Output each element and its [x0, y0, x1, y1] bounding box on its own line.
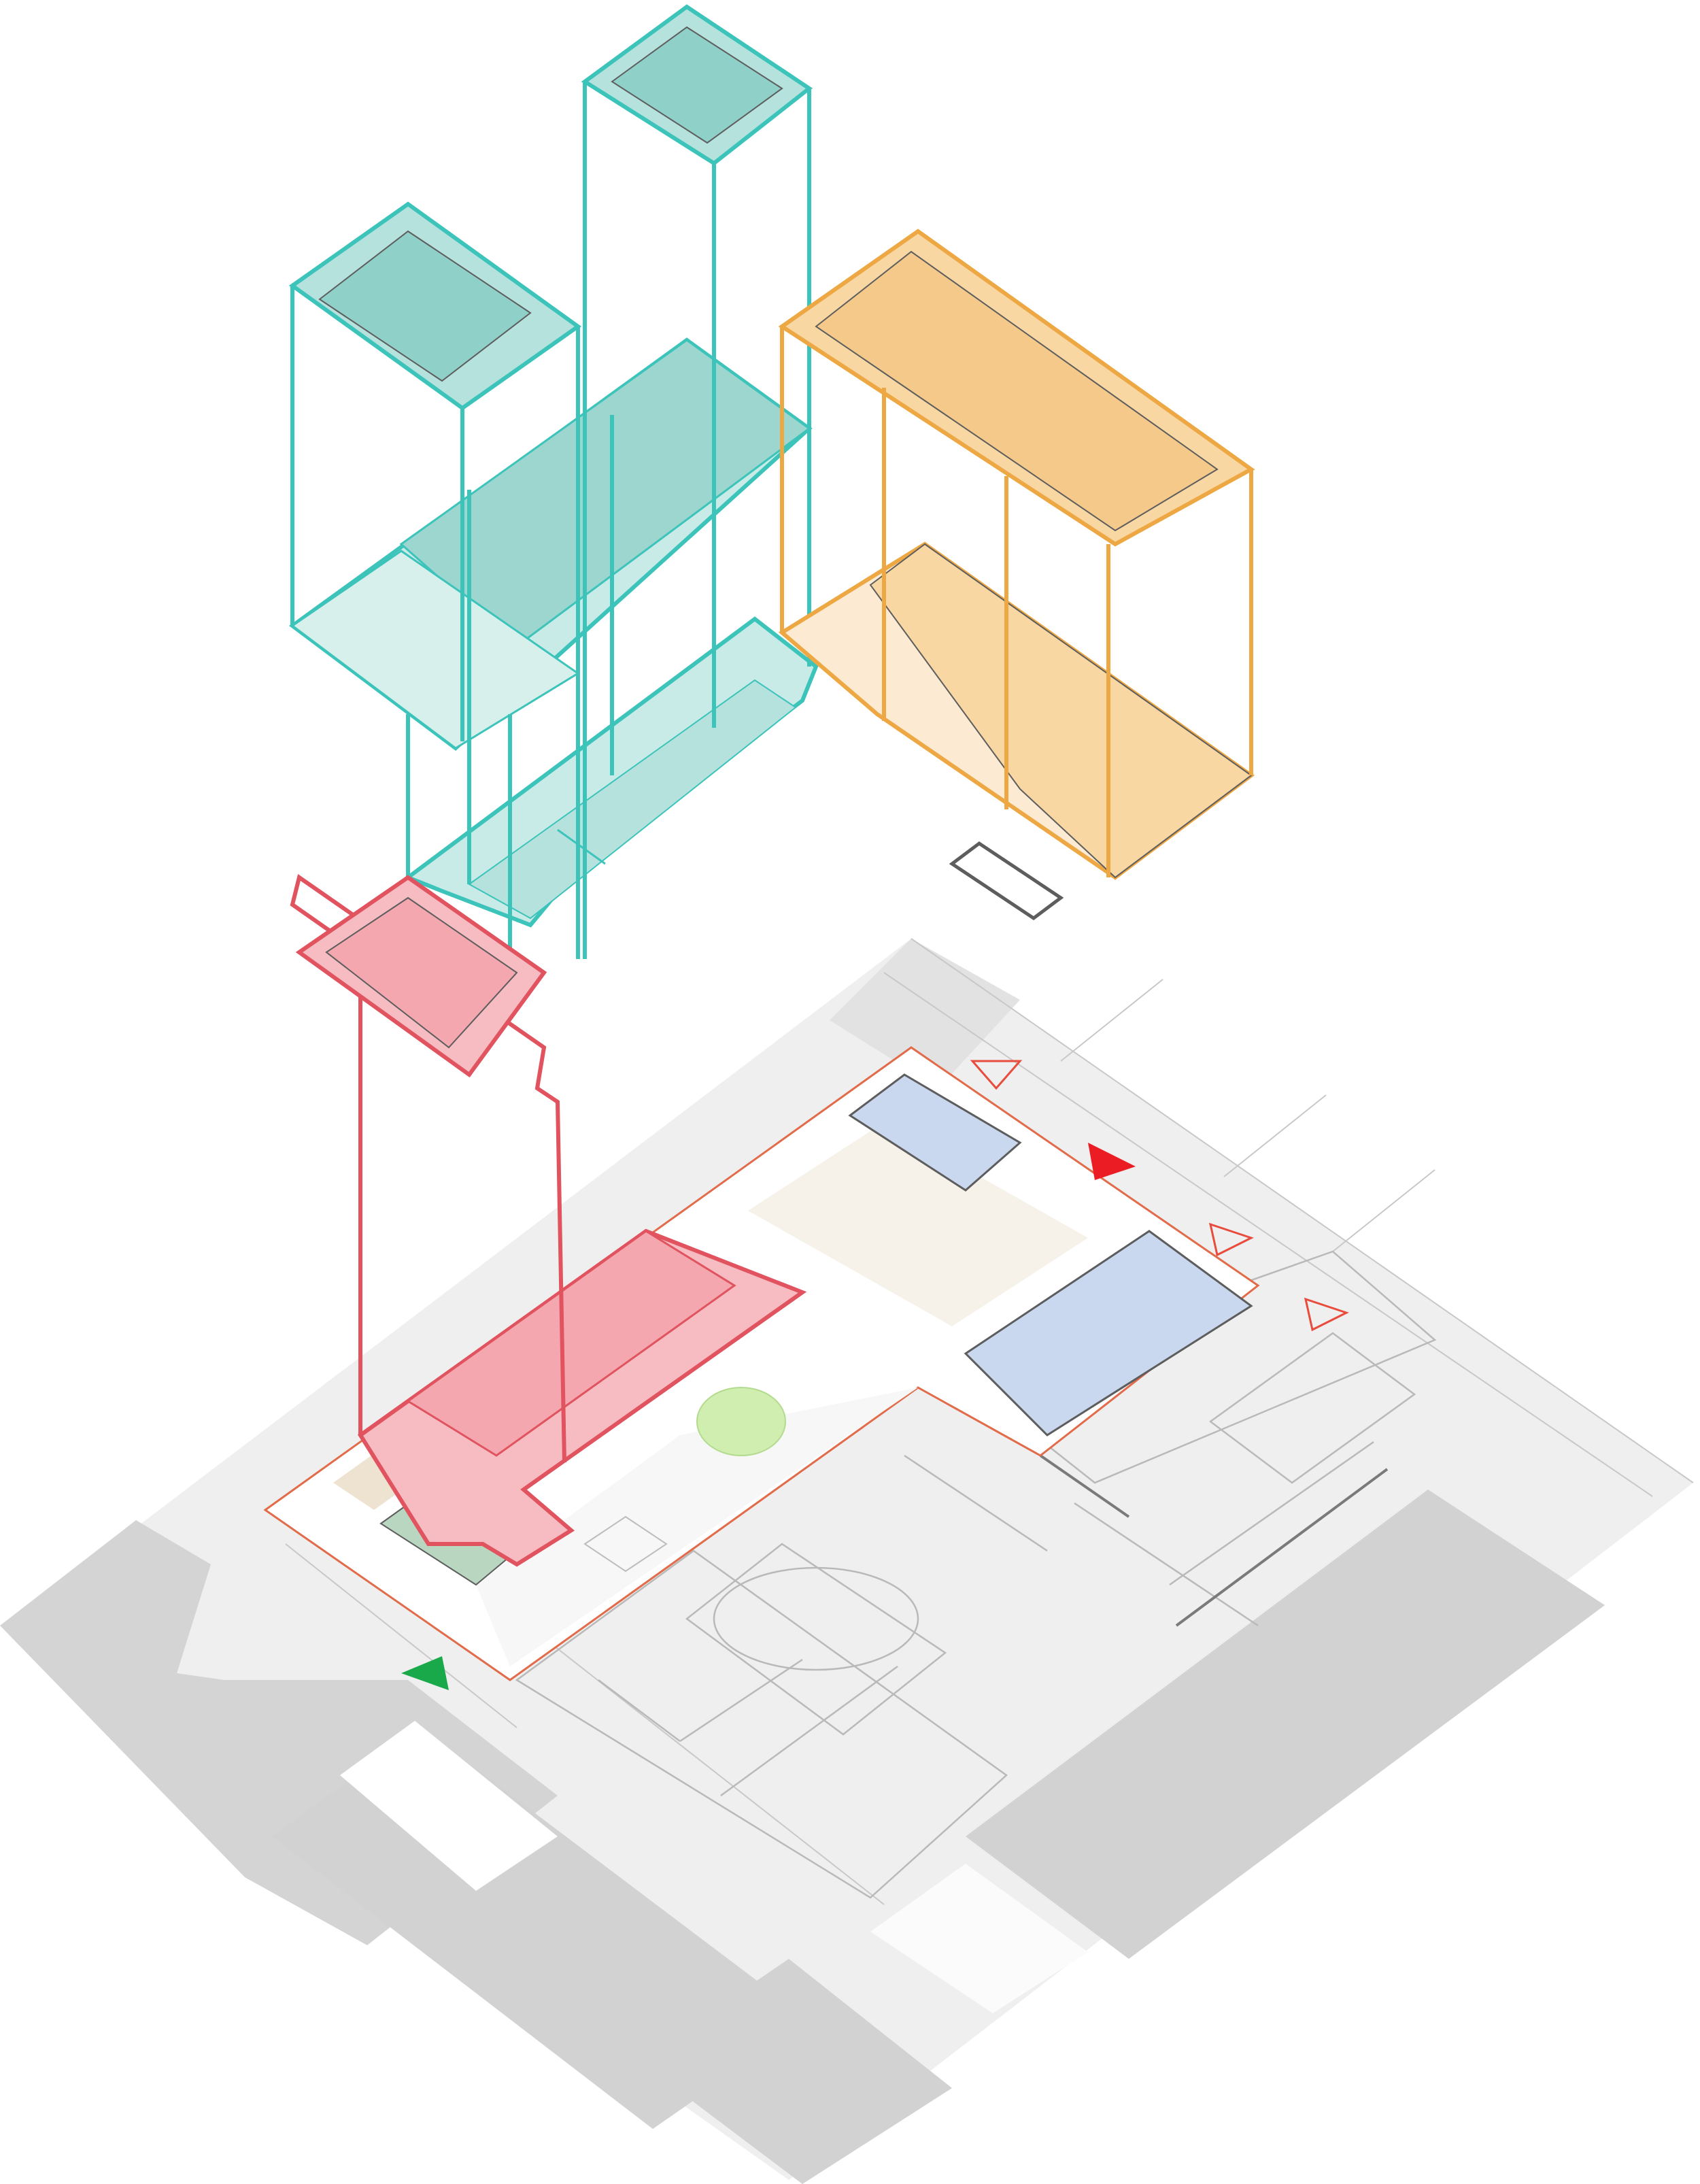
entrance-marker-outline: [1304, 1297, 1349, 1332]
entrance-marker-green: [401, 1656, 449, 1690]
orange-block-upper: [778, 229, 1255, 877]
orange-block-lower: [778, 541, 1255, 921]
red-block-upper: [295, 875, 547, 1078]
white-patch-se: [870, 1864, 1088, 2013]
stair-core-east: [949, 841, 1064, 921]
red-block-ground: [290, 874, 807, 1567]
teal-block-middle: [288, 286, 813, 952]
teal-tower-top: [581, 4, 813, 959]
courtyard: [476, 1388, 918, 1666]
entrance-marker-outline: [1208, 1222, 1254, 1257]
community-lobby: [748, 1122, 1088, 1326]
white-courtyard-s: [340, 1721, 558, 1891]
hall-blue-upper: [848, 1073, 1022, 1192]
light-block-ne: [830, 939, 1020, 1088]
hall-blue-lower: [964, 1230, 1253, 1437]
site-walls-dark: [1039, 1454, 1389, 1627]
entrance-marker-solid: [1088, 1143, 1136, 1180]
tree-canopy: [696, 1387, 786, 1456]
street-block-dark-se: [966, 1490, 1605, 1959]
stair-ground: [583, 1515, 668, 1573]
teal-block-left: [288, 201, 582, 959]
entrance-markers: [401, 1060, 1349, 1690]
street-block-bottom: [639, 1959, 952, 2184]
entrance-marker-outline: [970, 1060, 1023, 1090]
existing-building-plan: [515, 1250, 1437, 1899]
ground-context: [0, 938, 1694, 2184]
